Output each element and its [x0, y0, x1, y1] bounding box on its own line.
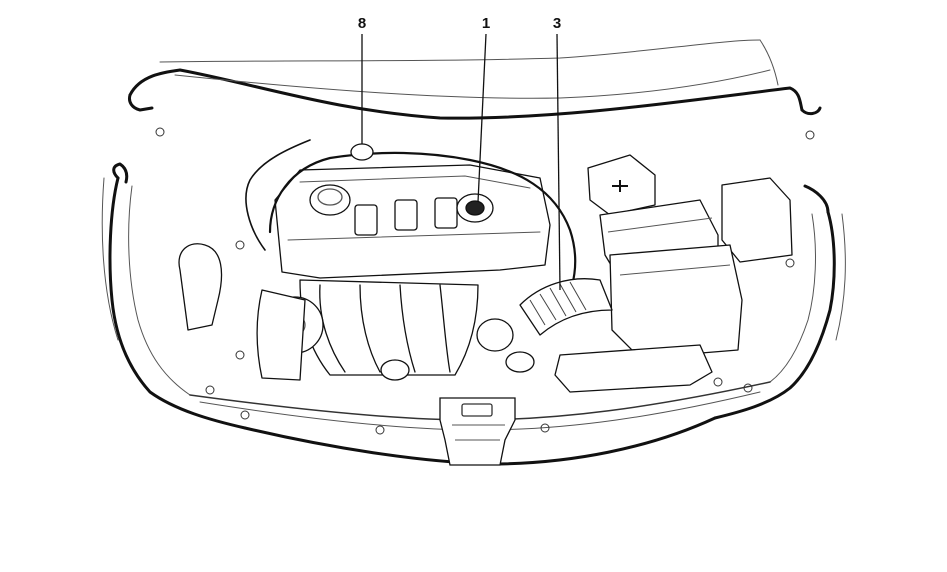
hood-latch: [461, 403, 493, 417]
wiring-harness-2: [245, 139, 311, 251]
callout-1-leader: [477, 33, 487, 203]
right-fender-top: [803, 184, 830, 214]
bolts: [155, 127, 815, 435]
callouts: 8 1 3: [350, 15, 561, 291]
air-filter-box: [609, 244, 743, 359]
callout-8-target: [350, 143, 374, 161]
callout-3-label: 3: [553, 15, 561, 32]
left-inner-fender: [128, 185, 191, 396]
throttle-body-inner: [465, 200, 485, 216]
hood-latch-area: [439, 397, 516, 466]
right-side-components: [519, 154, 793, 393]
timing-cover: [256, 289, 306, 381]
cowl-edge-left-hook: [128, 93, 154, 112]
coil-1: [354, 204, 378, 236]
lower-air-duct: [554, 344, 713, 393]
oil-filler-cap-inner: [317, 188, 343, 206]
right-outer-fender: [835, 213, 846, 341]
runner-4: [439, 284, 451, 373]
right-fender-edge: [713, 210, 836, 420]
runner-1: [319, 284, 346, 373]
callout-3-leader: [556, 33, 561, 291]
cowl-edge: [128, 68, 804, 120]
relay-box: [721, 177, 793, 263]
valve-cover-ridge: [299, 175, 531, 189]
callout-1-label: 1: [482, 15, 490, 32]
coolant-reservoir: [178, 243, 223, 331]
oil-filter: [476, 318, 514, 352]
hood-line-2: [174, 69, 771, 99]
engine-assembly: [155, 127, 815, 435]
hood-latch-bracket: [439, 397, 516, 466]
left-outer-fender: [101, 177, 119, 341]
left-fender-top: [112, 162, 129, 184]
valve-cover-ridge-2: [287, 231, 541, 241]
air-filter-lid-line: [619, 264, 731, 276]
fuse-box-symbol: [612, 180, 628, 192]
radiator-cap: [380, 359, 410, 381]
hood-line-1: [159, 39, 761, 63]
coil-2: [394, 199, 418, 231]
wiring-harness: [268, 151, 577, 312]
hood-line-3: [759, 39, 779, 86]
latch-detail: [452, 424, 505, 441]
callout-8-label: 8: [358, 15, 366, 32]
cowl-edge-right-hook: [800, 106, 822, 116]
intake-hose-ribs: [529, 281, 587, 326]
battery-top-line: [607, 217, 713, 233]
coil-3: [434, 197, 458, 229]
runner-3: [399, 284, 416, 373]
runner-2: [359, 284, 381, 373]
brake-reservoir-cap: [505, 351, 535, 373]
left-fender-edge: [108, 176, 247, 430]
right-inner-fender: [769, 213, 816, 383]
